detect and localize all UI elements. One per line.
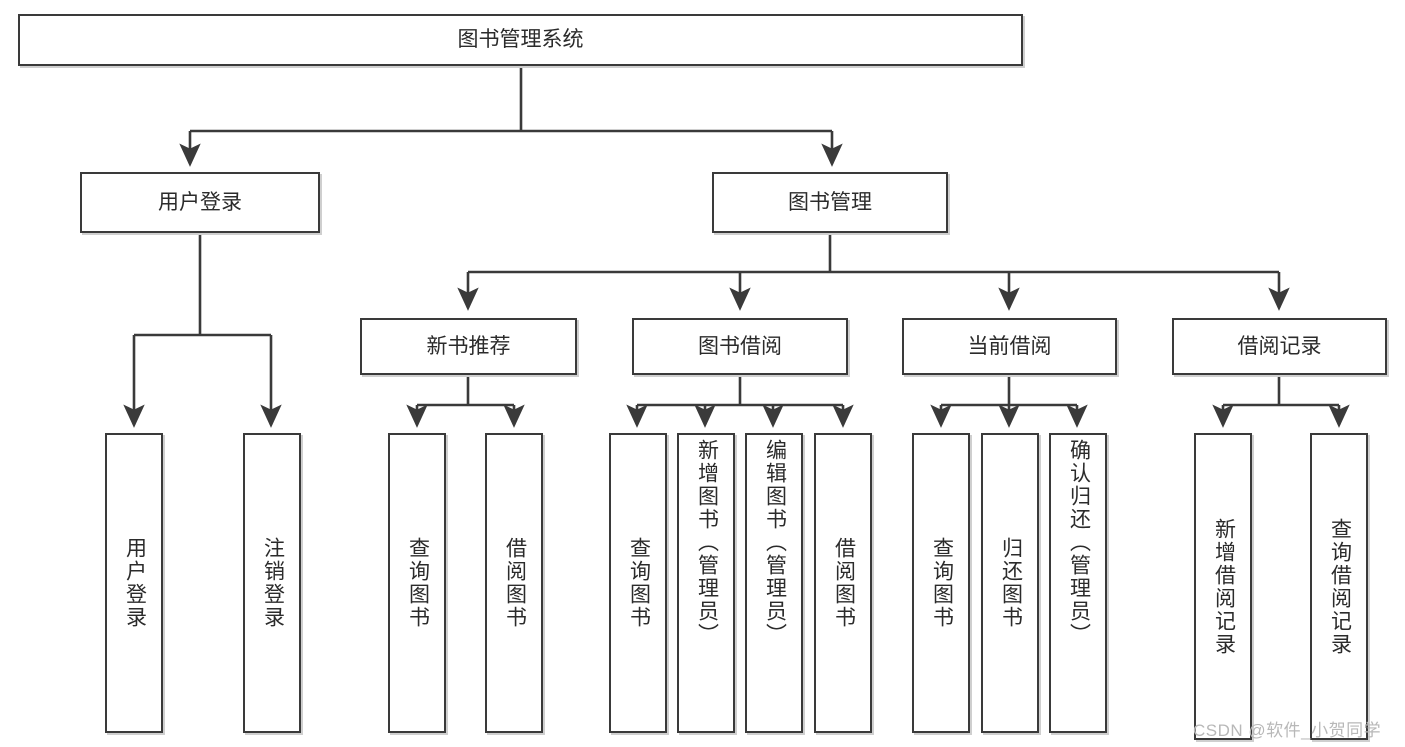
leaf-new-book-1-label: 查询图书	[406, 537, 430, 629]
leaf-book-borrow-2[interactable]: 新增图书（管理员）	[677, 433, 735, 733]
node-user-login-label: 用户登录	[158, 190, 242, 214]
leaf-book-borrow-1[interactable]: 查询图书	[609, 433, 667, 733]
leaf-book-borrow-3-label: 编辑图书（管理员）	[763, 439, 787, 646]
leaf-book-borrow-2-label: 新增图书（管理员）	[695, 439, 719, 646]
leaf-book-borrow-1-label: 查询图书	[627, 537, 651, 629]
leaf-current-borrow-2[interactable]: 归还图书	[981, 433, 1039, 733]
node-root[interactable]: 图书管理系统	[18, 14, 1023, 66]
node-root-label: 图书管理系统	[457, 28, 584, 52]
leaf-new-book-1[interactable]: 查询图书	[388, 433, 446, 733]
leaf-current-borrow-1-label: 查询图书	[930, 537, 954, 629]
leaf-book-borrow-4-label: 借阅图书	[832, 537, 856, 629]
node-current-borrow[interactable]: 当前借阅	[902, 318, 1117, 375]
leaf-current-borrow-3-label: 确认归还（管理员）	[1067, 439, 1091, 646]
node-new-book-recommend-label: 新书推荐	[426, 334, 511, 358]
node-user-login[interactable]: 用户登录	[80, 172, 320, 233]
leaf-borrow-records-1-label: 新增借阅记录	[1212, 517, 1236, 656]
leaf-current-borrow-3[interactable]: 确认归还（管理员）	[1049, 433, 1107, 733]
node-new-book-recommend[interactable]: 新书推荐	[360, 318, 577, 375]
leaf-user-login-1-label: 用户登录	[123, 537, 147, 629]
node-book-manage[interactable]: 图书管理	[712, 172, 948, 233]
leaf-new-book-2[interactable]: 借阅图书	[485, 433, 543, 733]
leaf-borrow-records-2[interactable]: 查询借阅记录	[1310, 433, 1368, 740]
leaf-current-borrow-1[interactable]: 查询图书	[912, 433, 970, 733]
leaf-user-login-2[interactable]: 注销登录	[243, 433, 301, 733]
leaf-current-borrow-2-label: 归还图书	[999, 537, 1023, 629]
node-book-borrow[interactable]: 图书借阅	[632, 318, 848, 375]
node-borrow-records[interactable]: 借阅记录	[1172, 318, 1387, 375]
node-book-borrow-label: 图书借阅	[698, 334, 782, 358]
leaf-book-borrow-4[interactable]: 借阅图书	[814, 433, 872, 733]
node-current-borrow-label: 当前借阅	[967, 334, 1052, 358]
leaf-borrow-records-2-label: 查询借阅记录	[1328, 517, 1352, 656]
leaf-user-login-1[interactable]: 用户登录	[105, 433, 163, 733]
leaf-user-login-2-label: 注销登录	[261, 537, 285, 629]
leaf-book-borrow-3[interactable]: 编辑图书（管理员）	[745, 433, 803, 733]
node-book-manage-label: 图书管理	[788, 190, 872, 214]
watermark-csdn: CSDN @软件_小贺同学	[1193, 721, 1382, 740]
leaf-new-book-2-label: 借阅图书	[503, 537, 527, 629]
node-borrow-records-label: 借阅记录	[1237, 334, 1322, 358]
leaf-borrow-records-1[interactable]: 新增借阅记录	[1194, 433, 1252, 740]
